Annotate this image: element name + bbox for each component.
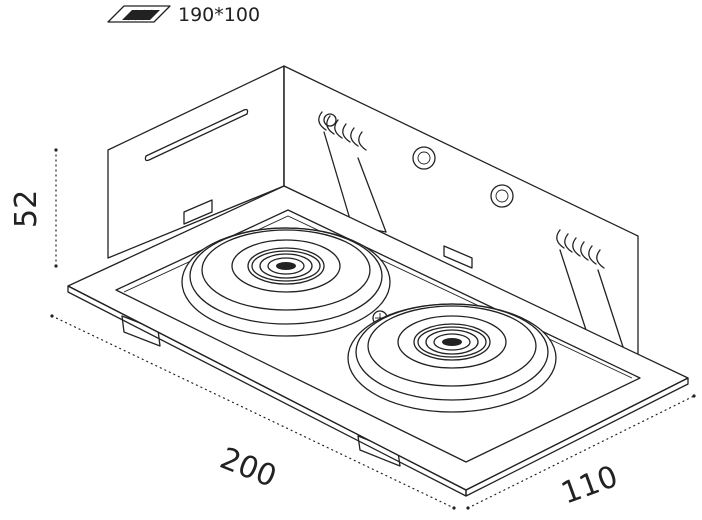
mounting-hole bbox=[490, 184, 514, 208]
lamp-module bbox=[347, 303, 557, 413]
vent-slot bbox=[144, 108, 249, 162]
spring-clip bbox=[556, 229, 625, 351]
width-dimension-label: 110 bbox=[557, 459, 623, 511]
length-dimension-label: 200 bbox=[215, 441, 281, 495]
width-dimension-line bbox=[467, 395, 695, 509]
length-dimension-line bbox=[51, 315, 455, 509]
mounting-hole bbox=[412, 146, 436, 170]
height-dimension-label: 52 bbox=[9, 190, 44, 228]
lamp-module bbox=[181, 227, 391, 337]
cutout-size-label: 190*100 bbox=[178, 4, 260, 26]
housing-tab bbox=[183, 199, 213, 225]
housing-tab bbox=[443, 245, 473, 269]
hatched-cutout-icon bbox=[107, 5, 171, 23]
